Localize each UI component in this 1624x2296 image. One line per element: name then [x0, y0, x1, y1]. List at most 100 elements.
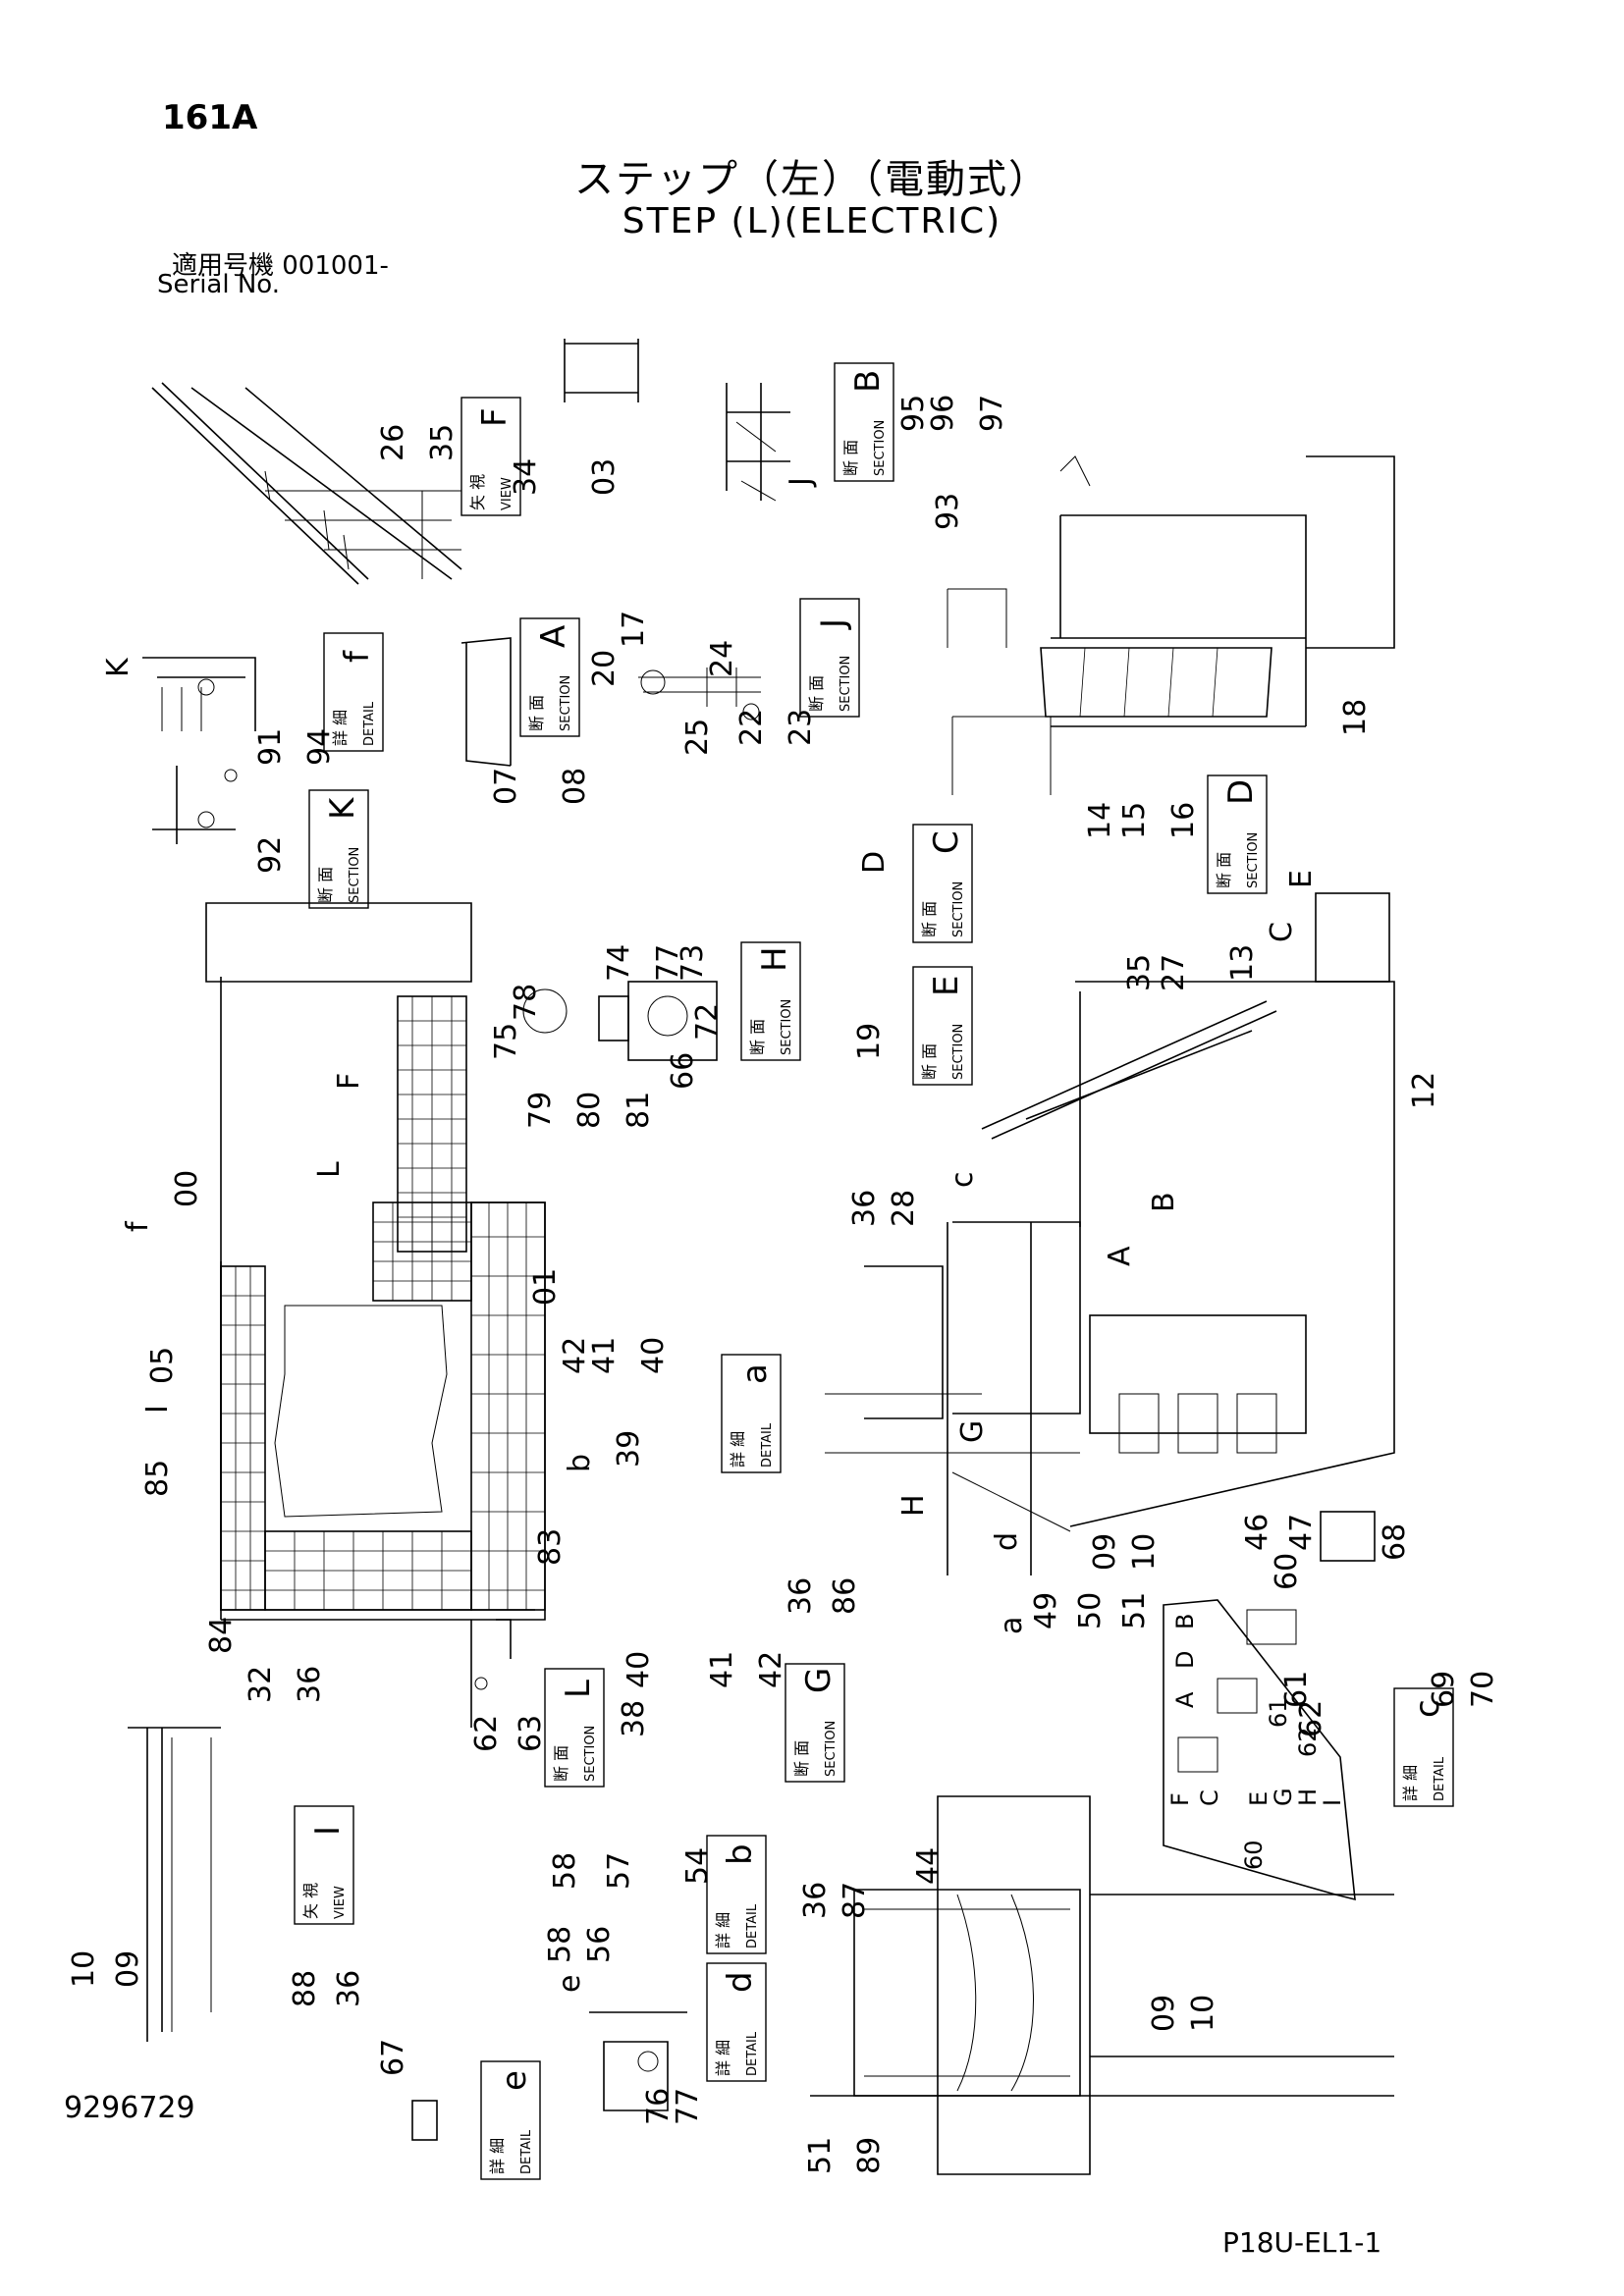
callout-number: 40: [622, 1651, 656, 1688]
callout-number: 41: [705, 1651, 739, 1688]
view-box-jp-label: 断 面: [920, 901, 939, 937]
serial-label-japanese: 適用号機 001001-: [172, 251, 389, 281]
callout-number: 36: [293, 1666, 327, 1703]
callout-number: 66: [666, 1052, 700, 1090]
callout-number: 75: [489, 1023, 523, 1060]
callout-number: 15: [1117, 802, 1152, 839]
view-box-jp-label: 詳 細: [1401, 1765, 1420, 1801]
callout-number: 77: [671, 2088, 705, 2125]
machine-side-view-top-drawing: [947, 455, 1395, 795]
view-box-letter: B: [848, 370, 888, 393]
callout-number: 54: [680, 1847, 715, 1885]
view-box-en-label: DETAIL: [745, 1903, 760, 1949]
callout-number: 96: [926, 395, 960, 432]
view-box-jp-label: 断 面: [527, 695, 546, 731]
view-box-jp-label: 詳 細: [714, 1912, 732, 1949]
callout-number: 47: [1284, 1514, 1319, 1551]
detail-c-label: 61: [1265, 1697, 1292, 1728]
callout-number: 36: [847, 1190, 882, 1227]
view-box-jp-label: 断 面: [807, 675, 826, 712]
view-box-letter: G: [799, 1668, 839, 1693]
view-box-en-label: SECTION: [839, 656, 853, 712]
callout-number: 85: [140, 1460, 175, 1497]
callout-number: 44: [911, 1847, 946, 1885]
callout-number: 36: [798, 1882, 833, 1919]
view-box-letter: K: [323, 796, 362, 820]
callout-number: 22: [734, 709, 769, 746]
callout-number: 61: [1279, 1671, 1314, 1708]
view-box-jp-label: 断 面: [1215, 852, 1233, 888]
detail-c-drawing: [1163, 1511, 1376, 1901]
view-box-en-label: SECTION: [824, 1721, 839, 1777]
callout-number: 34: [509, 458, 543, 496]
page-number: 161A: [162, 98, 258, 137]
callout-number: 36: [784, 1577, 818, 1615]
machine-elevation-drawing: [825, 892, 1395, 1575]
callout-number: 26: [376, 424, 410, 461]
view-box-letter: A: [534, 625, 573, 648]
callout-number: 69: [1427, 1671, 1461, 1708]
view-box-jp-label: 断 面: [316, 867, 335, 903]
view-box-jp-label: 詳 細: [729, 1431, 747, 1468]
plan-view-drawing: [205, 902, 546, 1621]
view-box-jp-label: 詳 細: [488, 2138, 507, 2174]
view-box-jp-label: 矢 視: [301, 1883, 320, 1919]
callout-number: 49: [1029, 1592, 1063, 1629]
callout-number: 27: [1157, 954, 1191, 991]
view-box-en-label: SECTION: [951, 881, 966, 937]
view-box-detail-b: 詳 細 DETAIL b: [706, 1835, 767, 1954]
callout-number: 23: [784, 709, 818, 746]
callout-number: 05: [145, 1347, 180, 1384]
view-box-en-label: DETAIL: [760, 1422, 775, 1468]
reference-letter: e: [553, 1975, 587, 1993]
callout-number: 76: [641, 2088, 676, 2125]
view-box-letter: a: [735, 1363, 775, 1384]
callout-number: 14: [1083, 802, 1117, 839]
detail-c-label: 62: [1294, 1727, 1322, 1757]
callout-number: 92: [253, 836, 288, 874]
reference-letter: f: [121, 1220, 155, 1232]
callout-number: 97: [975, 395, 1009, 432]
reference-letter: I: [140, 1405, 175, 1414]
detail-c-label: C: [1196, 1789, 1223, 1806]
callout-number: 01: [528, 1268, 563, 1306]
callout-number: 32: [244, 1666, 278, 1703]
callout-number: 80: [572, 1092, 607, 1129]
callout-number: 56: [582, 1926, 617, 1963]
callout-number: 38: [617, 1700, 651, 1737]
view-box-en-label: DETAIL: [745, 2031, 760, 2076]
handrail-view-f-drawing: [151, 382, 462, 585]
callout-number: 18: [1338, 699, 1373, 736]
callout-number: 20: [587, 650, 622, 687]
callout-number: 77: [651, 944, 685, 982]
detail-c-label: D: [1171, 1651, 1199, 1669]
callout-number: 35: [425, 424, 460, 461]
callout-number: 89: [852, 2137, 887, 2174]
view-box-letter: D: [1221, 779, 1261, 805]
callout-number: 88: [288, 1970, 322, 2007]
view-box-letter: e: [495, 2070, 534, 2091]
callout-number: 73: [676, 944, 710, 982]
callout-number: 46: [1240, 1514, 1274, 1551]
view-box-en-label: SECTION: [559, 675, 573, 731]
detail-f-drawing: [142, 657, 256, 731]
callout-number: 51: [1117, 1592, 1152, 1629]
callout-number: 40: [636, 1337, 671, 1374]
view-box-letter: b: [721, 1843, 760, 1865]
view-box-en-label: DETAIL: [362, 701, 377, 746]
callout-number: 42: [558, 1337, 592, 1374]
reference-letter: A: [1103, 1246, 1137, 1266]
callout-number: 74: [602, 944, 636, 982]
view-box-jp-label: 断 面: [748, 1019, 767, 1055]
callout-number: 36: [332, 1970, 366, 2007]
callout-number: 93: [931, 493, 965, 530]
detail-c-label: E: [1245, 1791, 1272, 1806]
